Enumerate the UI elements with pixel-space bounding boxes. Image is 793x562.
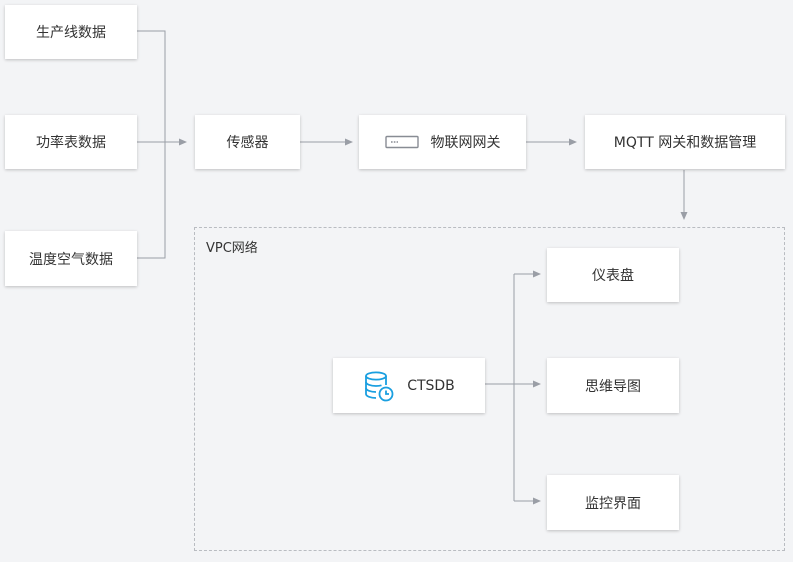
database-clock-icon (363, 370, 395, 402)
source-production-line-label: 生产线数据 (36, 25, 106, 41)
iot-gateway-node: 物联网网关 (359, 115, 526, 169)
ctsdb-node: CTSDB (333, 358, 485, 413)
output-dashboard-label: 仪表盘 (592, 268, 634, 284)
mqtt-gateway-label: MQTT 网关和数据管理 (613, 135, 757, 151)
output-mindmap-label: 思维导图 (585, 378, 641, 395)
source-temperature-air: 温度空气数据 (5, 231, 137, 286)
sensor-label: 传感器 (226, 135, 269, 151)
source-production-line: 生产线数据 (5, 5, 137, 59)
edge-temperature-to-bus (137, 142, 166, 259)
vpc-boundary (194, 227, 785, 551)
gateway-device-icon (384, 135, 419, 149)
output-monitor: 监控界面 (547, 475, 679, 530)
ctsdb-label: CTSDB (407, 377, 455, 394)
output-dashboard: 仪表盘 (547, 248, 679, 302)
mqtt-gateway-node: MQTT 网关和数据管理 (585, 115, 785, 169)
sensor-node: 传感器 (195, 115, 300, 169)
output-monitor-label: 监控界面 (585, 495, 641, 512)
source-power-meter: 功率表数据 (5, 115, 137, 169)
source-temperature-air-label: 温度空气数据 (29, 251, 113, 268)
iot-gateway-label: 物联网网关 (430, 135, 501, 151)
edge-production-to-bus (137, 30, 166, 142)
source-power-meter-label: 功率表数据 (36, 135, 106, 151)
output-mindmap: 思维导图 (547, 358, 679, 413)
vpc-label: VPC网络 (206, 241, 258, 256)
